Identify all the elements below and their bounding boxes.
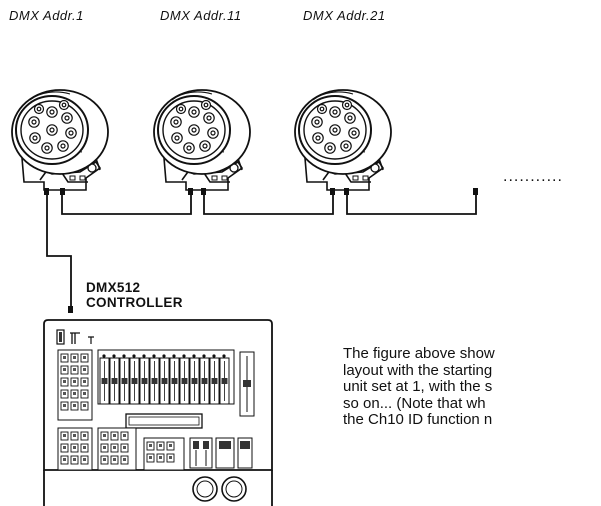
fixture-1-address-label: DMX Addr.1	[9, 8, 84, 23]
fixture-2-address-label: DMX Addr.11	[160, 8, 242, 23]
controller-label-line1: DMX512	[86, 280, 141, 295]
description-line: the Ch10 ID function n	[343, 411, 493, 428]
more-fixtures-ellipsis: ...........	[503, 168, 563, 185]
controller-label-line2: CONTROLLER	[86, 295, 183, 310]
description-line: so on... (Note that wh	[343, 394, 486, 412]
fixture-1	[11, 89, 109, 191]
fixture-2	[153, 89, 251, 191]
dmx512-controller-console	[43, 319, 273, 506]
description-line: The figure above show	[343, 346, 495, 362]
description-line: layout with the starting	[343, 361, 493, 379]
controller-label: DMX512 CONTROLLER	[86, 280, 183, 310]
fixture-3	[294, 89, 392, 191]
fixture-3-address-label: DMX Addr.21	[303, 8, 386, 23]
dmx-connectors	[44, 188, 478, 313]
description-text: The figure above show layout with the st…	[343, 346, 601, 429]
dmx-cable-chain	[46, 195, 477, 306]
description-line: unit set at 1, with the s	[343, 378, 493, 395]
